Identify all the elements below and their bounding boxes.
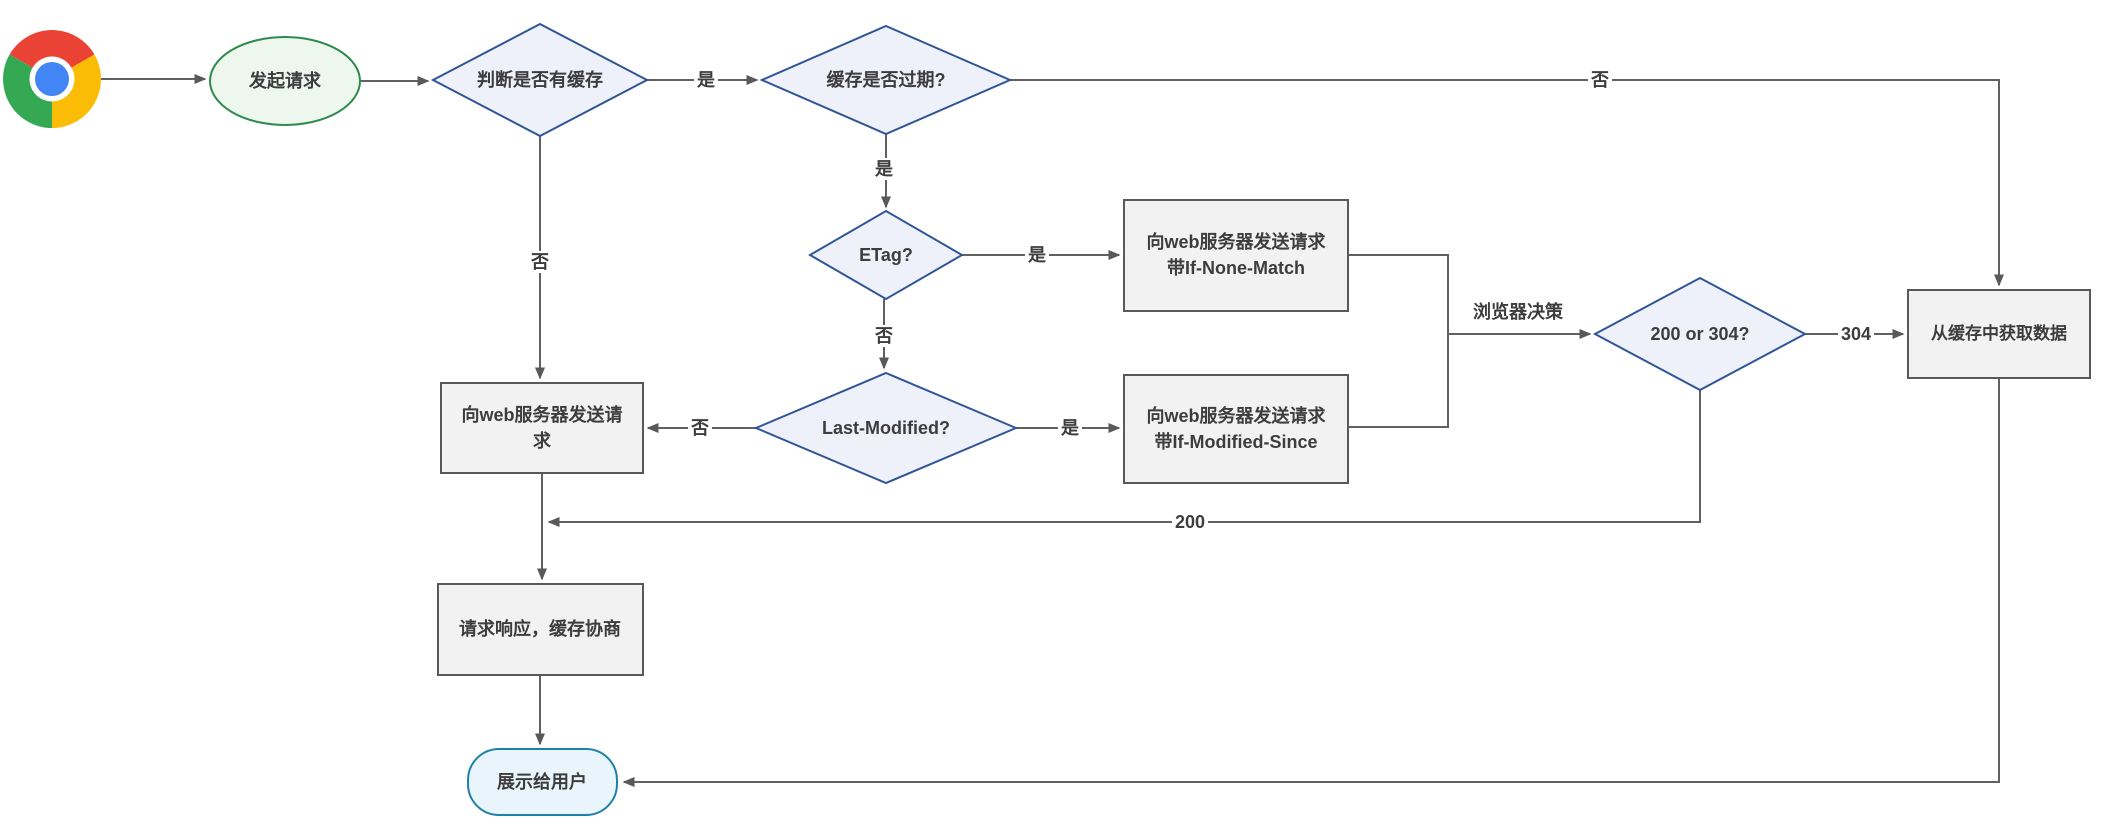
- node-200-or-304-diamond: [1592, 276, 1808, 392]
- edge-label-yes-has-cache: 是: [694, 69, 718, 91]
- edge-label-no-etag: 否: [872, 325, 896, 347]
- edge-expired-no: [1010, 79, 2004, 287]
- chrome-icon: [3, 30, 101, 128]
- node-etag-diamond: [808, 209, 964, 301]
- edge-label-browser-decision: 浏览器决策: [1473, 302, 1563, 322]
- node-req-if-none-match-box: [1123, 199, 1349, 312]
- node-response-negotiate-box: [437, 583, 644, 676]
- edge-label-200: 200: [1171, 511, 1209, 533]
- chrome-icon-red: [9, 30, 95, 79]
- node-last-modified-diamond: [753, 371, 1019, 485]
- edge-ifmodified-join: [1348, 334, 1449, 428]
- edges: [101, 74, 2004, 787]
- node-has-cache-diamond: [430, 22, 650, 138]
- edge-label-yes-last-modified: 是: [1058, 417, 1082, 439]
- node-cache-expired-diamond: [759, 24, 1013, 136]
- edge-cache-to-user: [622, 378, 2000, 787]
- node-show-user-terminal: [467, 748, 618, 816]
- edge-200: [547, 390, 1701, 527]
- edge-label-yes-cache-expired: 是: [872, 158, 896, 180]
- chrome-icon-blue-center: [35, 62, 69, 96]
- node-req-if-modified-since-box: [1123, 374, 1349, 484]
- edge-browser-decision: [1348, 254, 1592, 339]
- edge-label-no-has-cache: 否: [528, 251, 552, 273]
- edge-label-304: 304: [1837, 323, 1875, 345]
- node-start-ellipse: [209, 36, 361, 126]
- edge-label-no-last-modified: 否: [688, 417, 712, 439]
- edge-label-no-cache-expired: 否: [1588, 69, 1612, 91]
- node-send-request-box: [440, 382, 644, 474]
- node-get-from-cache-box: [1907, 289, 2091, 379]
- edge-label-yes-etag: 是: [1025, 244, 1049, 266]
